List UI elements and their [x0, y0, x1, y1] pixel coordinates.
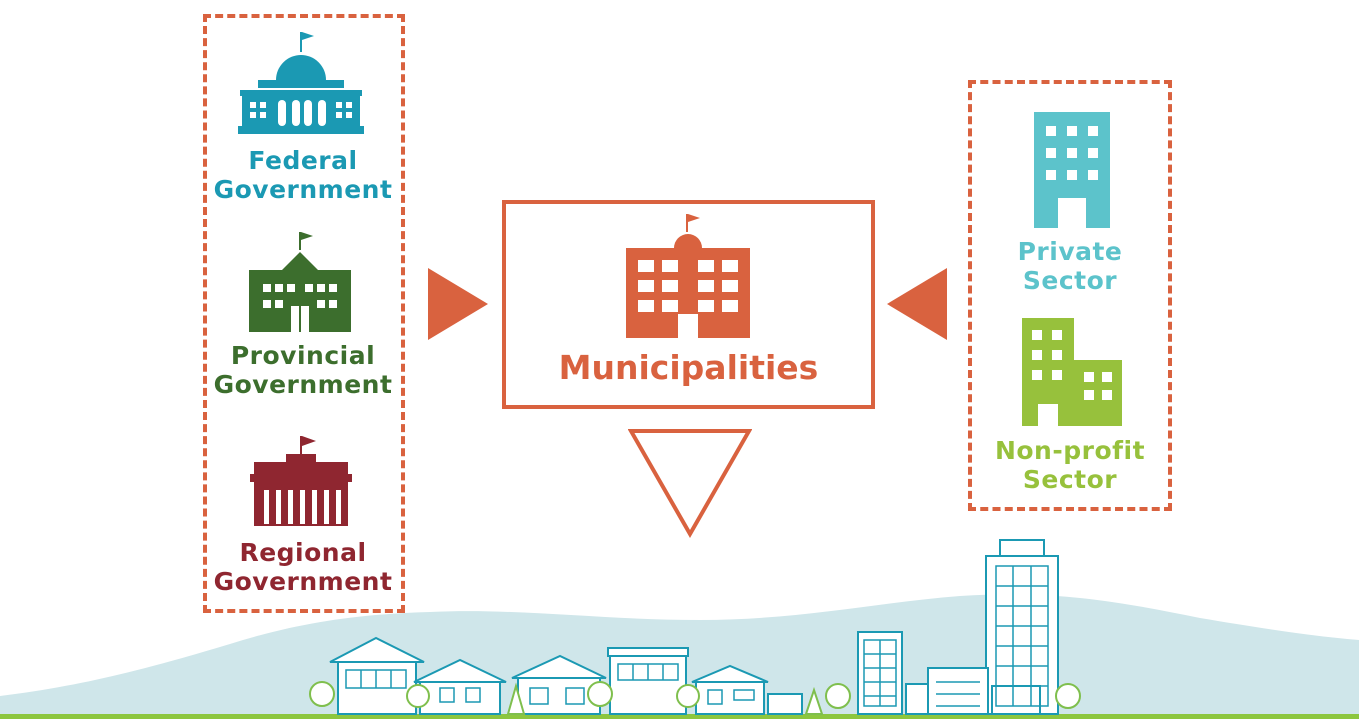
regional-line1: Regional	[239, 538, 367, 567]
private-sector-label: Private Sector	[968, 237, 1172, 295]
right-arrow-icon	[428, 268, 488, 340]
provincial-line1: Provincial	[230, 341, 376, 370]
regional-line2: Government	[213, 567, 393, 596]
city-skyline-icon	[0, 536, 1359, 719]
government-group-box	[203, 14, 405, 613]
municipalities-box	[502, 200, 875, 409]
regional-government-label: Regional Government	[203, 538, 403, 596]
municipalities-label: Municipalities	[558, 348, 819, 387]
private-line2: Sector	[1022, 266, 1118, 295]
nonprofit-sector-label: Non-profit Sector	[968, 436, 1172, 494]
courthouse-icon	[250, 434, 352, 530]
school-flag-icon	[247, 230, 353, 334]
left-arrow-icon	[887, 268, 947, 340]
office-tower-icon	[1034, 112, 1110, 228]
nonprofit-line2: Sector	[1022, 465, 1118, 494]
down-arrow-icon	[628, 428, 752, 538]
private-line1: Private	[1017, 237, 1123, 266]
sector-group-box	[968, 80, 1172, 511]
provincial-government-label: Provincial Government	[203, 341, 403, 399]
federal-line1: Federal	[248, 146, 358, 175]
federal-line2: Government	[213, 175, 393, 204]
federal-government-label: Federal Government	[203, 146, 403, 204]
town-hall-icon	[626, 212, 750, 338]
capitol-icon	[238, 30, 364, 134]
office-cluster-icon	[1022, 318, 1122, 426]
provincial-line2: Government	[213, 370, 393, 399]
nonprofit-line1: Non-profit	[994, 436, 1146, 465]
